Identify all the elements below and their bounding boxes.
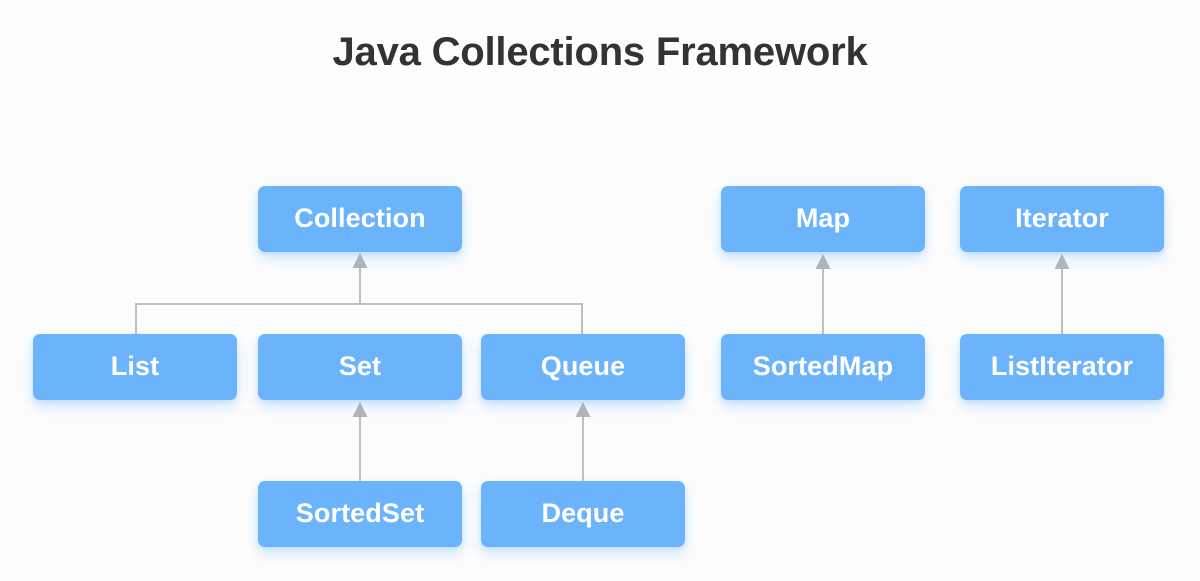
arrowhead-icon: [352, 253, 368, 268]
node-deque[interactable]: Deque: [481, 481, 685, 547]
node-iterator[interactable]: Iterator: [960, 186, 1164, 252]
arrowhead-icon: [352, 402, 368, 417]
node-label: SortedSet: [295, 497, 425, 528]
node-list[interactable]: List: [33, 334, 237, 400]
node-sortedset[interactable]: SortedSet: [258, 481, 462, 547]
node-sortedmap[interactable]: SortedMap: [721, 334, 925, 400]
node-label: ListIterator: [990, 350, 1134, 381]
node-listiterator[interactable]: ListIterator: [960, 334, 1164, 400]
node-label: Map: [795, 202, 851, 233]
edge-listiterator-iterator: [1054, 254, 1070, 335]
node-label: Collection: [294, 202, 426, 233]
node-label: List: [110, 350, 160, 381]
node-set[interactable]: Set: [258, 334, 462, 400]
node-label: Set: [338, 350, 382, 381]
page-title: Java Collections Framework: [332, 30, 868, 74]
node-label: SortedMap: [752, 350, 894, 381]
node-label: Queue: [540, 350, 626, 381]
node-label: Deque: [541, 497, 625, 528]
arrowhead-icon: [815, 254, 831, 269]
edge-sortedset-set: [352, 402, 368, 482]
edge-deque-queue: [575, 402, 591, 482]
arrowhead-icon: [1054, 254, 1070, 269]
node-collection[interactable]: Collection: [258, 186, 462, 252]
edge-sortedmap-map: [815, 254, 831, 335]
node-map[interactable]: Map: [721, 186, 925, 252]
node-label: Iterator: [1015, 202, 1109, 233]
node-queue[interactable]: Queue: [481, 334, 685, 400]
edge-collection-bus: [135, 253, 583, 335]
bus-rail: [135, 303, 583, 335]
arrowhead-icon: [575, 402, 591, 417]
